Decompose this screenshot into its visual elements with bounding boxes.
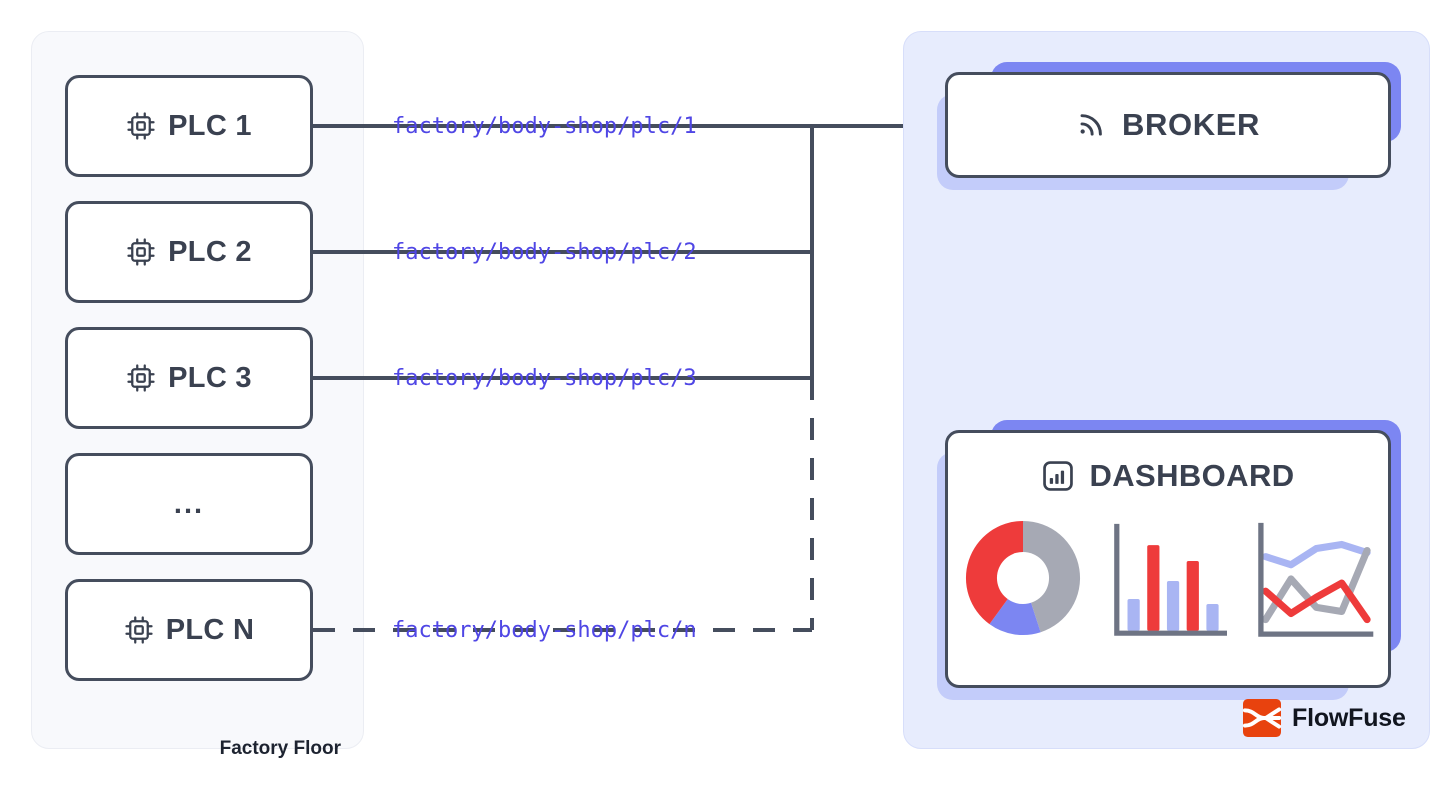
- bar: [1186, 561, 1199, 631]
- dashboard-heading: DASHBOARD: [1041, 458, 1294, 494]
- broker-card-surface: [945, 72, 1391, 178]
- chip-icon: [127, 238, 155, 266]
- plc-label: PLC 2: [168, 235, 252, 268]
- bar-chart-axis: [1114, 523, 1227, 636]
- rss-icon: [1080, 114, 1102, 136]
- plc-label: PLC 1: [168, 109, 252, 142]
- line-chart: [1258, 522, 1374, 637]
- dashboard-card[interactable]: DASHBOARD: [937, 420, 1401, 700]
- chip-icon: [125, 616, 153, 644]
- plc-box-1[interactable]: PLC 1: [65, 75, 313, 177]
- line-series-path: [1262, 579, 1371, 624]
- donut-slices: [965, 520, 1081, 636]
- donut-slice: [965, 520, 1023, 625]
- chip-icon: [127, 364, 155, 392]
- dashboard-label: DASHBOARD: [1089, 458, 1295, 493]
- plc-ellipsis-label: ...: [173, 487, 205, 520]
- plc-box-2[interactable]: PLC 2: [65, 201, 313, 303]
- bar: [1166, 581, 1180, 631]
- flowfuse-wordmark: FlowFuse: [1292, 703, 1406, 732]
- plc-label: PLC N: [165, 613, 255, 646]
- plc-box-ellipsis: ...: [65, 453, 313, 555]
- factory-floor-caption: Factory Floor: [219, 738, 341, 759]
- bar-series: [1127, 545, 1219, 631]
- broker-label: BROKER: [1122, 107, 1260, 142]
- line-chart-axis: [1258, 522, 1374, 637]
- topic-label-plc-1: factory/body-shop/plc/1: [392, 114, 697, 139]
- bar: [1147, 545, 1160, 631]
- plc-box-3[interactable]: PLC 3: [65, 327, 313, 429]
- donut-chart: [965, 520, 1081, 636]
- plc-box-n[interactable]: PLC N: [65, 579, 313, 681]
- chip-icon: [127, 112, 155, 140]
- bar: [1127, 598, 1140, 631]
- line-series: [1262, 540, 1371, 624]
- donut-slice: [989, 578, 1041, 636]
- bar-chart: [1114, 523, 1227, 636]
- line-series-path: [1262, 540, 1371, 569]
- topic-label-plc-n: factory/body-shop/plc/n: [392, 618, 697, 643]
- flowfuse-logo-icon: [1243, 699, 1281, 737]
- broker-card[interactable]: BROKER: [937, 62, 1401, 190]
- topic-label-plc-2: factory/body-shop/plc/2: [392, 240, 697, 265]
- plc-label: PLC 3: [168, 361, 252, 394]
- bar-chart-icon: [1043, 461, 1074, 491]
- topic-label-plc-3: factory/body-shop/plc/3: [392, 366, 697, 391]
- bar: [1206, 603, 1219, 631]
- flowfuse-branding: FlowFuse: [1243, 699, 1406, 737]
- donut-slice: [1023, 520, 1081, 633]
